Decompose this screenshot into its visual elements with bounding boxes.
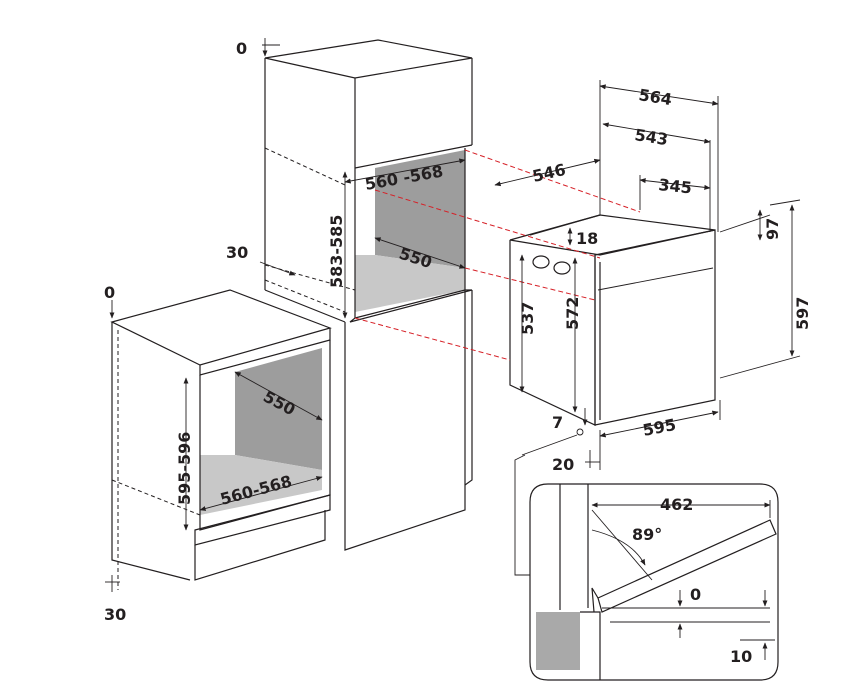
detail-marker [576, 428, 584, 436]
dimension-labels: 0 30 560 -568 583-585 550 0 30 550 595-5… [104, 39, 812, 666]
label-door-open-length: 462 [660, 495, 693, 514]
label-door-angle: 89° [632, 525, 662, 544]
label-tall-top-offset: 0 [236, 39, 247, 58]
label-oven-height-18: 18 [576, 229, 598, 248]
label-oven-height-97: 97 [763, 218, 782, 240]
label-tall-niche-height: 583-585 [327, 215, 346, 288]
label-tall-plinth-offset: 30 [226, 243, 248, 262]
label-oven-height-597: 597 [793, 297, 812, 330]
label-oven-depth-345: 345 [658, 175, 693, 197]
label-base-top-offset: 0 [104, 283, 115, 302]
label-door-offset-10: 10 [730, 647, 752, 666]
label-base-niche-height: 595-596 [175, 432, 194, 505]
label-base-bottom-offset: 30 [104, 605, 126, 624]
label-oven-body-depth: 543 [633, 125, 669, 149]
oven-knob-right [553, 261, 571, 275]
door-detail-inset [514, 454, 779, 681]
base-cabinet [110, 289, 332, 590]
oven [509, 214, 716, 426]
label-oven-height-572: 572 [563, 297, 582, 330]
dimension-lines [105, 38, 801, 592]
label-oven-height-537: 537 [518, 302, 537, 335]
tall-niche-floor [355, 255, 465, 312]
label-oven-depth-546: 546 [531, 160, 568, 186]
oven-knob-left [532, 255, 550, 269]
label-oven-width: 595 [641, 415, 677, 440]
cabinet-base-section [536, 612, 580, 670]
label-oven-gap-20: 20 [552, 455, 574, 474]
label-door-offset-0: 0 [690, 585, 701, 604]
label-oven-gap-7: 7 [552, 413, 563, 432]
label-oven-overall-depth: 564 [637, 85, 673, 109]
oven-door-open [597, 519, 777, 613]
